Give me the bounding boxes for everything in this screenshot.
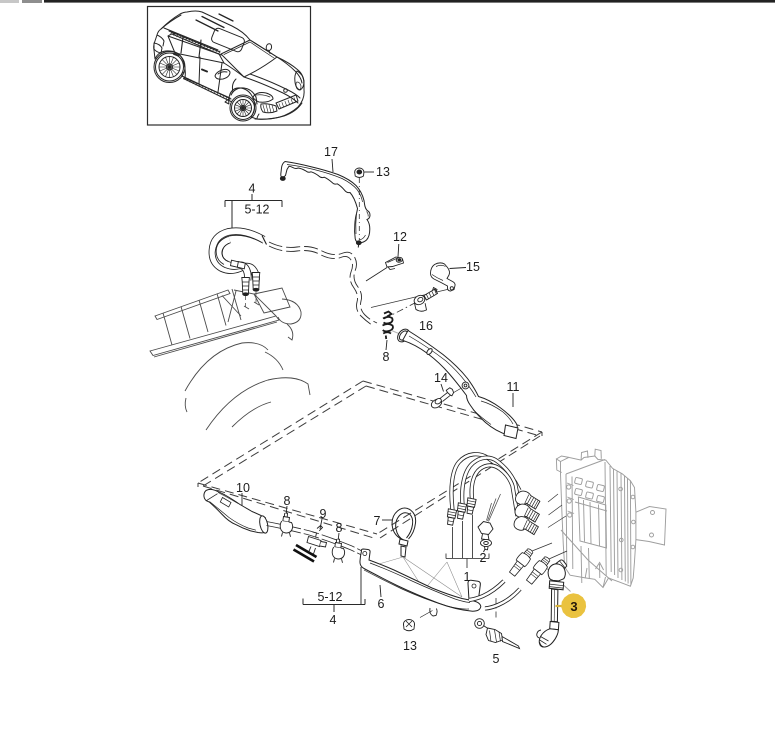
svg-text:13: 13 [403,639,417,653]
svg-text:5-12: 5-12 [244,203,269,217]
svg-text:2: 2 [480,551,487,565]
svg-text:8: 8 [284,494,291,508]
svg-text:14: 14 [434,371,448,385]
svg-text:16: 16 [419,319,433,333]
svg-text:6: 6 [378,597,385,611]
svg-text:11: 11 [507,380,520,394]
svg-text:7: 7 [374,514,381,528]
svg-text:5-12: 5-12 [317,590,342,604]
svg-text:8: 8 [336,521,343,535]
svg-text:1: 1 [464,570,471,584]
svg-text:10: 10 [236,481,250,495]
svg-text:4: 4 [330,613,337,627]
svg-text:13: 13 [376,165,390,179]
svg-text:3: 3 [570,599,577,614]
svg-text:4: 4 [249,182,256,196]
svg-text:12: 12 [393,230,407,244]
svg-text:15: 15 [466,260,480,274]
svg-text:17: 17 [324,145,338,159]
svg-text:5: 5 [493,652,500,666]
svg-text:8: 8 [383,350,390,364]
svg-text:9: 9 [320,507,327,521]
